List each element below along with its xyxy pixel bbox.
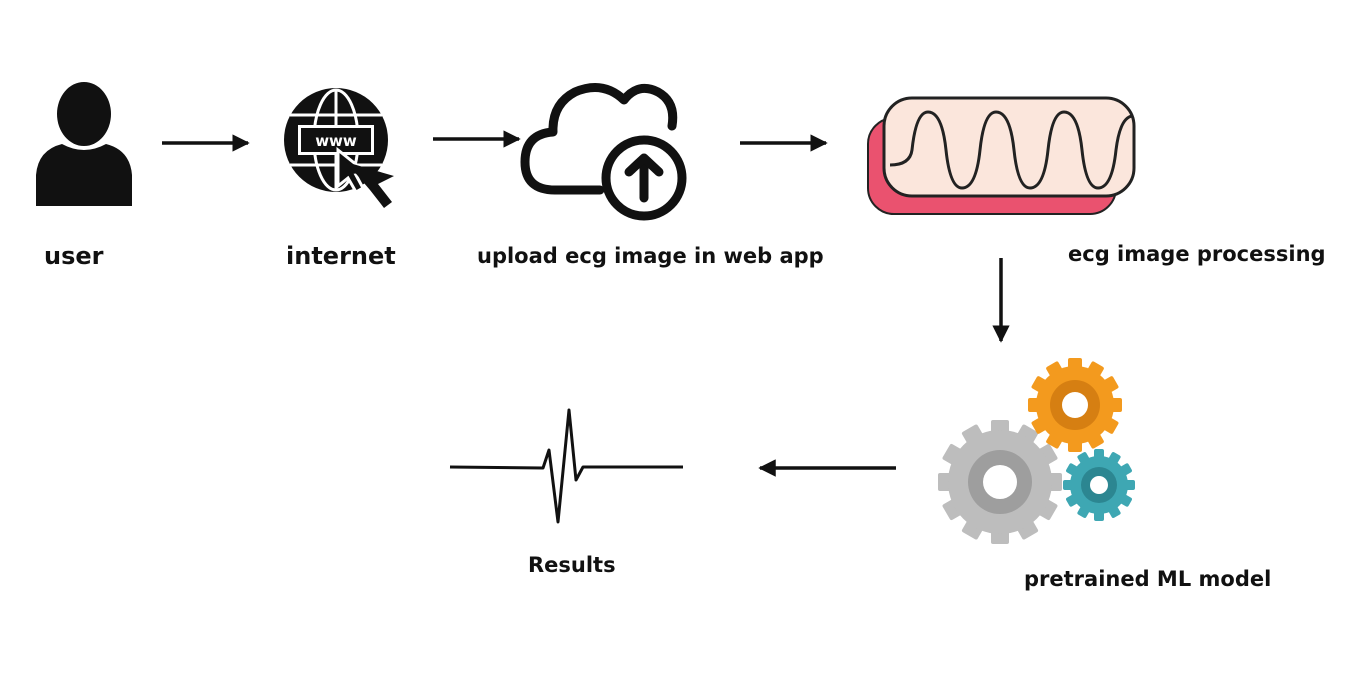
- teal-gear: [1063, 449, 1135, 521]
- upload-label: upload ecg image in web app: [477, 244, 824, 268]
- gray-gear: [938, 420, 1062, 544]
- user-icon: [36, 82, 132, 206]
- svg-text:www: www: [315, 132, 357, 150]
- results-label: Results: [528, 553, 616, 577]
- user-label: user: [44, 242, 104, 270]
- heartbeat-pulse-icon: [449, 408, 683, 524]
- internet-label: internet: [286, 242, 396, 270]
- globe-www-cursor-icon: www: [284, 88, 394, 208]
- ecg-waveform-icon: [867, 96, 1136, 215]
- processing-label: ecg image processing: [1068, 242, 1326, 266]
- gears-icon: [938, 358, 1135, 544]
- cloud-upload-icon: [520, 83, 687, 221]
- model-label: pretrained ML model: [1024, 567, 1272, 591]
- orange-gear: [1028, 358, 1122, 452]
